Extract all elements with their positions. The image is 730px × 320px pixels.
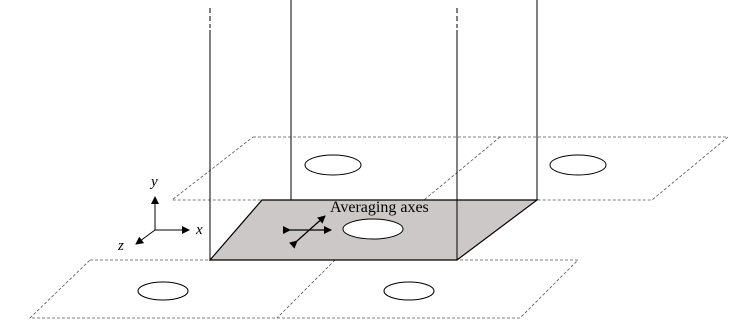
vertical-posts [209, 0, 538, 260]
averaging-arrows [283, 215, 332, 249]
ellipse-front-left [137, 281, 189, 301]
averaging-axes-label: Averaging axes [330, 199, 429, 216]
z-axis-label: z [117, 238, 124, 254]
front-plane-outline [29, 259, 579, 319]
back-dashed-plane [170, 136, 730, 201]
arrow-diagonal [289, 215, 326, 249]
z-axis-arrow [135, 229, 156, 245]
back-plane-divider [423, 136, 501, 201]
back-plane-outline [170, 136, 730, 201]
ellipse-back-left [304, 154, 362, 176]
y-axis-label: y [149, 174, 158, 190]
ellipses [137, 154, 607, 301]
ellipse-center [342, 218, 404, 240]
ellipse-back-right [549, 154, 607, 176]
coordinate-axes: y x z [117, 174, 203, 254]
x-axis-label: x [195, 222, 203, 238]
front-plane-divider [276, 259, 336, 319]
front-dashed-plane [29, 259, 579, 319]
ellipse-front-right [383, 281, 435, 301]
